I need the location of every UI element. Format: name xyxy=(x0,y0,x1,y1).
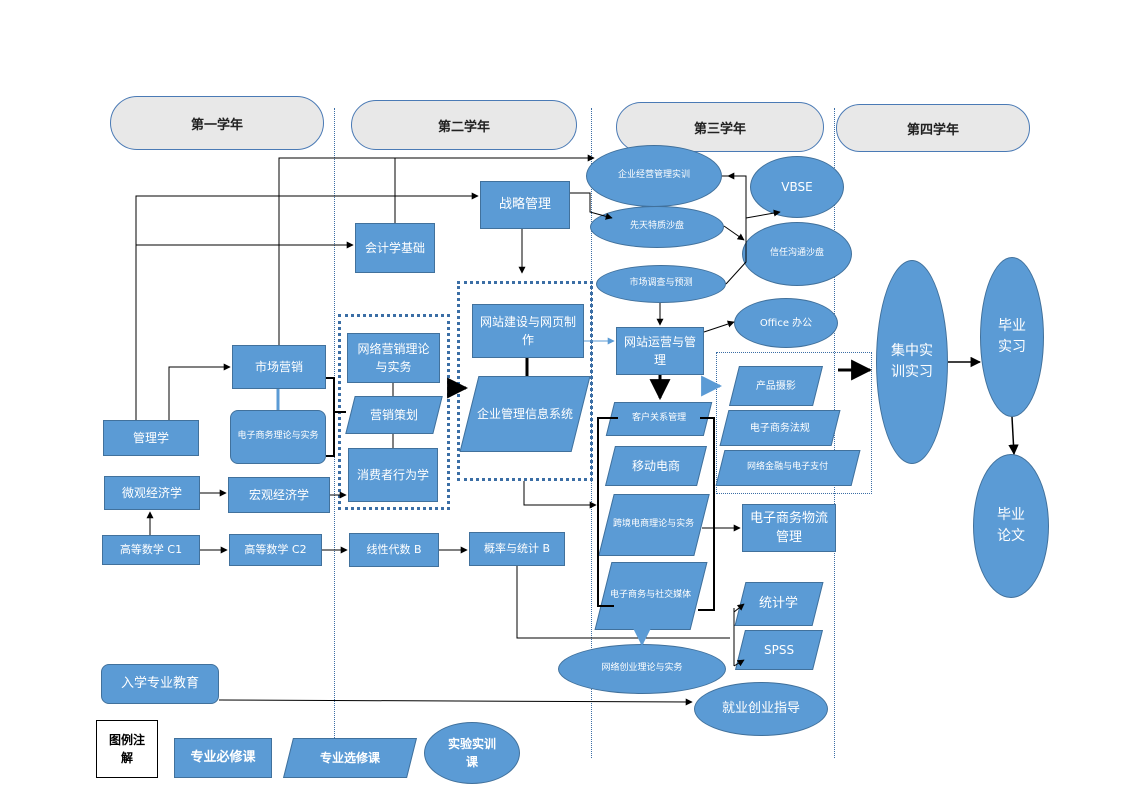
course-ecommerce-logistics: 电子商务物流管理 xyxy=(742,504,836,552)
course-advanced-math-c1: 高等数学 C1 xyxy=(102,535,200,565)
course-orientation: 入学专业教育 xyxy=(101,664,219,704)
year-header-2: 第二学年 xyxy=(351,100,577,150)
course-spss: SPSS xyxy=(735,630,823,670)
legend-required-course: 专业必修课 xyxy=(174,738,272,778)
course-enterprise-operation-training: 企业经营管理实训 xyxy=(586,145,722,207)
course-microeconomics: 微观经济学 xyxy=(104,476,200,510)
course-crm: 客户关系管理 xyxy=(605,402,713,436)
course-macroeconomics: 宏观经济学 xyxy=(228,477,330,513)
course-product-photography: 产品摄影 xyxy=(729,366,823,406)
course-enterprise-mis: 企业管理信息系统 xyxy=(459,376,591,452)
course-consumer-behavior: 消费者行为学 xyxy=(348,448,438,502)
year-header-3: 第三学年 xyxy=(616,102,824,152)
connector xyxy=(703,320,735,333)
course-mobile-commerce: 移动电商 xyxy=(605,446,707,486)
elective-course-group xyxy=(716,352,872,494)
course-statistics: 统计学 xyxy=(734,582,824,626)
course-ecommerce-social-media: 电子商务与社交媒体 xyxy=(594,562,708,630)
connector xyxy=(218,698,693,706)
year-header-4: 第四学年 xyxy=(836,104,1030,152)
course-office: Office 办公 xyxy=(734,298,838,348)
course-advanced-math-c2: 高等数学 C2 xyxy=(229,534,322,566)
course-website-building: 网站建设与网页制作 xyxy=(472,304,584,358)
course-linear-algebra: 线性代数 B xyxy=(349,533,439,567)
connector xyxy=(1008,416,1019,456)
course-intensive-training: 集中实训实习 xyxy=(876,260,948,464)
course-ecommerce-law: 电子商务法规 xyxy=(719,410,841,446)
year-header-1: 第一学年 xyxy=(110,96,324,150)
connector xyxy=(723,225,745,241)
course-management: 管理学 xyxy=(103,420,199,456)
course-marketing: 市场营销 xyxy=(232,345,326,389)
course-innate-quality-sandbox: 先天特质沙盘 xyxy=(590,206,724,248)
course-market-research: 市场调查与预测 xyxy=(596,265,726,303)
connector xyxy=(326,377,335,457)
course-internet-finance: 网络金融与电子支付 xyxy=(715,450,861,486)
course-graduation-thesis: 毕业论文 xyxy=(973,454,1049,598)
course-marketing-planning: 营销策划 xyxy=(345,396,443,434)
course-online-entrepreneurship: 网络创业理论与实务 xyxy=(558,644,726,694)
connector xyxy=(523,481,597,509)
course-probability-statistics: 概率与统计 B xyxy=(469,532,565,566)
legend-title: 图例注解 xyxy=(96,720,158,778)
connector xyxy=(168,363,231,420)
legend-elective-course: 专业选修课 xyxy=(283,738,417,778)
course-strategic-management: 战略管理 xyxy=(480,181,570,229)
course-vbse: VBSE xyxy=(750,156,844,218)
course-graduation-internship: 毕业实习 xyxy=(980,257,1044,417)
connector xyxy=(722,175,747,285)
course-ecommerce-theory: 电子商务理论与实务 xyxy=(230,410,326,464)
legend-practice-course: 实验实训课 xyxy=(424,722,520,784)
course-cross-border-ecommerce: 跨境电商理论与实务 xyxy=(598,494,710,556)
course-trust-communication-sandbox: 信任沟通沙盘 xyxy=(742,222,852,286)
course-network-marketing: 网络营销理论与实务 xyxy=(347,333,440,383)
course-website-operation: 网站运营与管理 xyxy=(616,327,704,375)
year-separator xyxy=(334,108,335,758)
course-accounting-basics: 会计学基础 xyxy=(355,223,435,273)
course-career-guidance: 就业创业指导 xyxy=(694,682,828,736)
